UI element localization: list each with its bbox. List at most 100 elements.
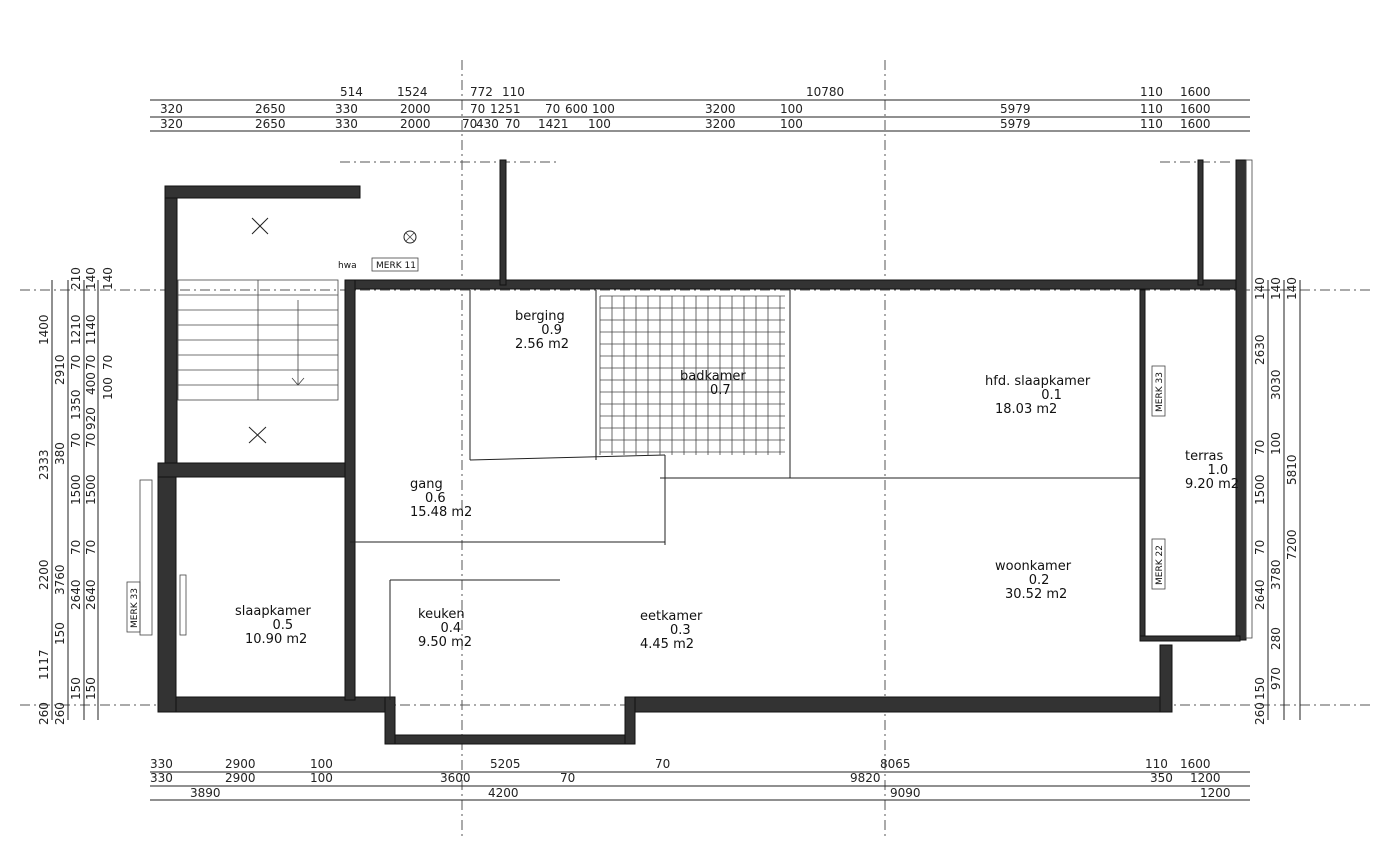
dimension-label: 100 [1269, 432, 1283, 455]
room-area: 4.45 m2 [640, 637, 694, 652]
dimension-label: 100 [310, 771, 333, 785]
dimension-label: 1600 [1180, 757, 1211, 771]
dimension-label: 3030 [1269, 369, 1283, 400]
room-area: 9.20 m2 [1185, 477, 1239, 492]
dimension-label: 3600 [440, 771, 471, 785]
dimension-label: 3780 [1269, 559, 1283, 590]
dimension-label: 70 [84, 540, 98, 555]
dimension-label: 9820 [850, 771, 881, 785]
dimension-label: 2640 [84, 579, 98, 610]
room-area: 30.52 m2 [1005, 587, 1067, 602]
dimension-label: 70 [470, 102, 485, 116]
dimension-label: 10780 [806, 85, 844, 99]
dimension-label: 100 [101, 377, 115, 400]
dimension-label: 970 [1269, 667, 1283, 690]
dimension-label: 5979 [1000, 102, 1031, 116]
room-code: 0.3 [670, 623, 691, 638]
dimension-label: 1600 [1180, 102, 1211, 116]
dimension-label: 320 [160, 117, 183, 131]
dimension-label: 1251 [490, 102, 521, 116]
dimension-label: 1350 [69, 389, 83, 420]
room-code: 0.6 [425, 491, 446, 506]
svg-text:hwa: hwa [338, 261, 357, 271]
dimension-label: 1200 [1200, 786, 1231, 800]
dimension-label: 2640 [1253, 579, 1267, 610]
dimension-label: 140 [84, 267, 98, 290]
room-code: 0.2 [1029, 573, 1050, 588]
dimension-label: 140 [1253, 277, 1267, 300]
room-area: 15.48 m2 [410, 505, 472, 520]
dimension-label: 2630 [1253, 334, 1267, 365]
dimension-label: 100 [780, 102, 803, 116]
dimension-label: 1524 [397, 85, 428, 99]
dimension-label: 3890 [190, 786, 221, 800]
dimension-label: 70 [84, 433, 98, 448]
bathroom-tiles [599, 295, 785, 455]
dimension-label: 772 [470, 85, 493, 99]
dimension-label: 1210 [69, 314, 83, 345]
dimension-label: 8065 [880, 757, 911, 771]
svg-text:MERK 11: MERK 11 [376, 261, 416, 271]
room-area: 10.90 m2 [245, 632, 307, 647]
room-area: 2.56 m2 [515, 337, 569, 352]
dimension-label: 70 [505, 117, 520, 131]
dimension-label: 110 [502, 85, 525, 99]
dimension-label: 380 [53, 442, 67, 465]
room-name: keuken [418, 607, 465, 622]
dimension-label: 70 [101, 355, 115, 370]
dimension-label: 110 [1145, 757, 1168, 771]
dimension-label: 140 [101, 267, 115, 290]
dimension-label: 210 [69, 267, 83, 290]
room-name: terras [1185, 449, 1224, 464]
dimension-label: 600 [565, 102, 588, 116]
dimension-label: 330 [335, 117, 358, 131]
dimension-label: 100 [310, 757, 333, 771]
dimension-label: 70 [69, 433, 83, 448]
dimension-label: 2640 [69, 579, 83, 610]
dimension-label: 70 [84, 355, 98, 370]
dimension-label: 2900 [225, 771, 256, 785]
room-name: eetkamer [640, 609, 703, 624]
dimension-label: 140 [1269, 277, 1283, 300]
dimension-label: 430 [476, 117, 499, 131]
dimension-label: 1200 [1190, 771, 1221, 785]
dimension-label: 2333 [37, 449, 51, 480]
walls [157, 159, 1247, 745]
room-name: woonkamer [995, 559, 1072, 574]
dimension-label: 3200 [705, 102, 736, 116]
dimension-label: 5810 [1285, 454, 1299, 485]
dimension-label: 3760 [53, 564, 67, 595]
dimension-label: 260 [1253, 702, 1267, 725]
dimension-label: 70 [655, 757, 670, 771]
room-code: 0.5 [273, 618, 294, 633]
staircase [177, 217, 417, 444]
dimension-label: 70 [1253, 440, 1267, 455]
merk-labels: hwa MERK 11 MERK 33 MERK 22 MERK 33 [126, 257, 1166, 633]
dimension-label: 5205 [490, 757, 521, 771]
dimension-label: 4200 [488, 786, 519, 800]
dimension-label: 100 [780, 117, 803, 131]
dimension-label: 9090 [890, 786, 921, 800]
dimension-label: 110 [1140, 102, 1163, 116]
room-name: badkamer [680, 369, 746, 384]
dimension-label: 70 [69, 355, 83, 370]
dimension-lines [51, 99, 1301, 801]
dimension-label: 70 [69, 540, 83, 555]
dimension-label: 7200 [1285, 529, 1299, 560]
dimension-label: 150 [69, 677, 83, 700]
dimension-label: 2650 [255, 102, 286, 116]
dimension-label: 2000 [400, 117, 431, 131]
dimension-label: 1600 [1180, 85, 1211, 99]
dimension-label: 1400 [37, 314, 51, 345]
dimension-label: 1421 [538, 117, 569, 131]
dimension-label: 2910 [53, 354, 67, 385]
dimension-label: 1500 [69, 474, 83, 505]
dimension-label: 260 [53, 702, 67, 725]
dimension-label: 920 [84, 407, 98, 430]
